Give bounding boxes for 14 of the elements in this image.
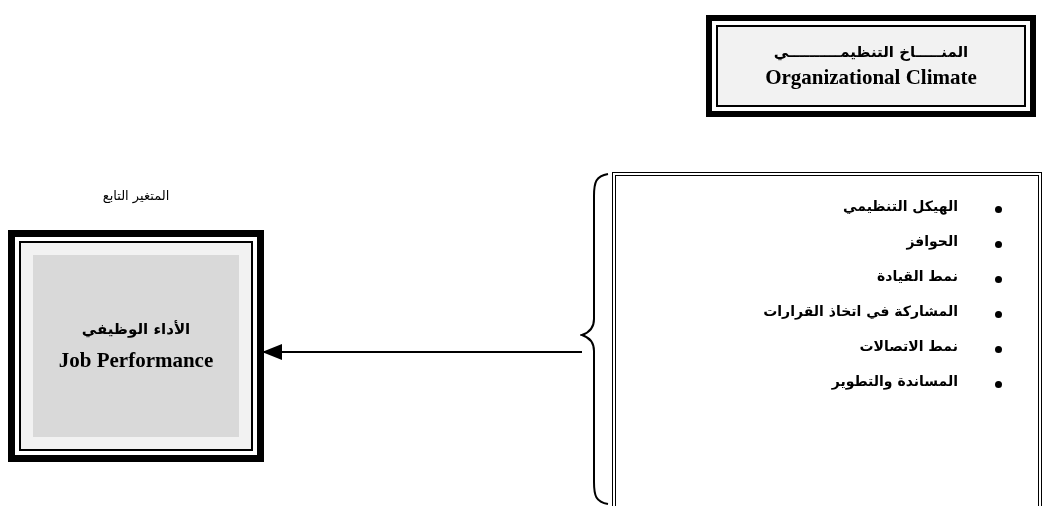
list-item: الحوافز <box>906 233 958 249</box>
box-label: Organizational Climate <box>765 64 977 90</box>
list-item: المساندة والتطوير <box>831 373 958 389</box>
double-border-box <box>8 230 264 462</box>
list-item: نمط الاتصالات <box>859 338 958 354</box>
caption-text: المتغير التابع <box>101 188 171 203</box>
list-item: نمط القيادة <box>876 268 958 284</box>
box-label: Job Performance <box>58 347 214 373</box>
arrow <box>262 344 583 360</box>
list-item: الهيكل التنظيمي <box>843 198 958 214</box>
box-label: الأداء الوظيفي <box>81 319 191 338</box>
title-box <box>706 15 1036 117</box>
box-label: المنـــــاخ التنظيمــــــــــي <box>773 42 969 61</box>
list-item: المشاركة في اتخاذ القرارات <box>763 303 958 319</box>
